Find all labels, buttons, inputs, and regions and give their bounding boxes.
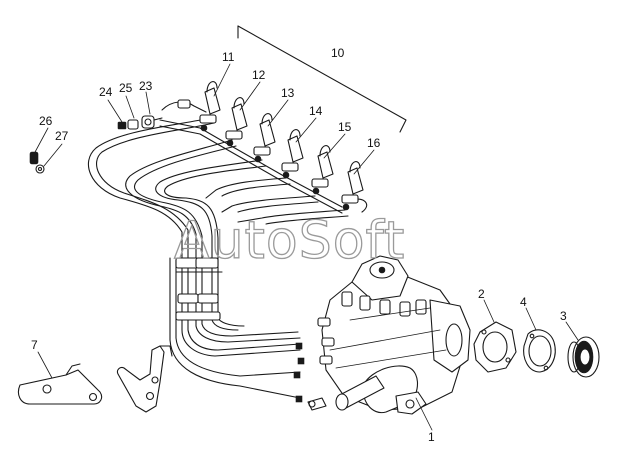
injector-16	[341, 161, 364, 211]
gasket-4	[523, 329, 556, 373]
callout-numbers: 10 11 12 13 14 15 16 23 24 25 26 27 7 2 …	[31, 46, 567, 444]
callout-3: 3	[560, 309, 567, 323]
callout-24: 24	[99, 85, 113, 99]
injector-11	[199, 81, 221, 132]
callout-16: 16	[367, 136, 381, 150]
callout-15: 15	[338, 120, 352, 134]
flange-plate-2	[473, 321, 517, 373]
injector-15	[311, 145, 334, 195]
callout-11: 11	[222, 50, 235, 64]
injector-12	[225, 97, 248, 147]
callout-27: 27	[55, 129, 69, 143]
injection-pump-1	[293, 255, 471, 415]
callout-25: 25	[119, 81, 133, 95]
leader-lines	[33, 63, 579, 431]
callout-26: 26	[39, 114, 53, 128]
drive-gear-3	[567, 336, 600, 378]
bracket-7	[17, 363, 103, 405]
callout-7: 7	[31, 338, 38, 352]
injectors	[159, 81, 364, 214]
fuel-lines	[87, 117, 368, 399]
bracket-middle	[116, 345, 173, 413]
group-bracket-10	[237, 25, 407, 133]
return-fittings	[29, 115, 163, 174]
watermark-text: AutoSoft	[174, 211, 405, 271]
callout-1: 1	[428, 430, 435, 444]
injector-13	[253, 113, 276, 163]
callout-12: 12	[252, 68, 266, 82]
callout-14: 14	[309, 104, 323, 118]
callout-2: 2	[478, 287, 485, 301]
callout-23: 23	[139, 79, 153, 93]
callout-4: 4	[520, 295, 527, 309]
callout-13: 13	[281, 86, 295, 100]
callout-10: 10	[331, 46, 345, 60]
